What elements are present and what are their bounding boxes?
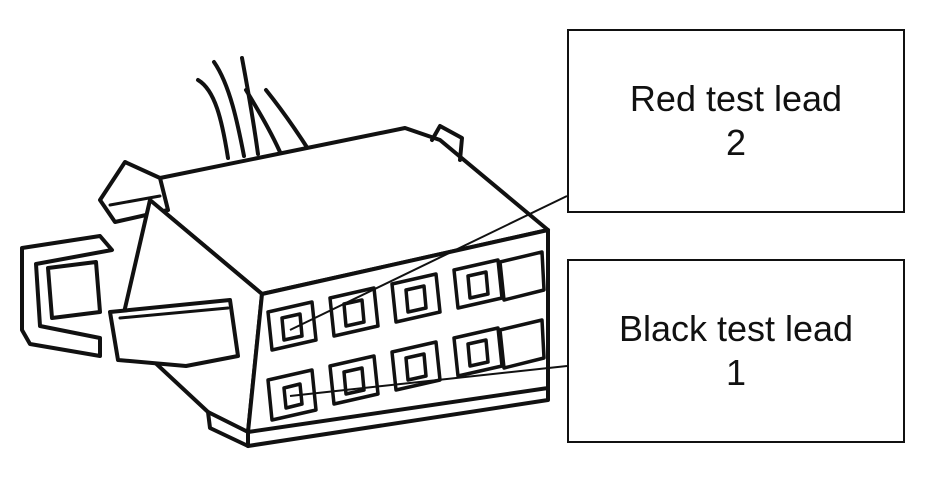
side-clip-outer <box>20 234 114 358</box>
side-clip-inner <box>46 260 102 320</box>
red-test-lead-number: 2 <box>725 122 747 163</box>
black-test-lead-callout: Black test lead 1 <box>567 259 905 443</box>
leader-line-red <box>289 195 568 331</box>
leader-line-black <box>289 365 568 397</box>
black-test-lead-label: Black test lead <box>618 308 854 349</box>
rear-tab <box>430 124 464 162</box>
terminal-row-top <box>266 250 546 352</box>
wire-5 <box>264 88 312 154</box>
red-test-lead-callout: Red test lead 2 <box>567 29 905 213</box>
black-test-lead-number: 1 <box>725 352 747 393</box>
wire-2 <box>212 60 246 158</box>
red-test-lead-label: Red test lead <box>629 78 843 119</box>
wire-3 <box>240 56 260 156</box>
housing-base-lip <box>246 386 550 448</box>
wire-4 <box>244 88 282 154</box>
wire-1 <box>196 78 230 160</box>
